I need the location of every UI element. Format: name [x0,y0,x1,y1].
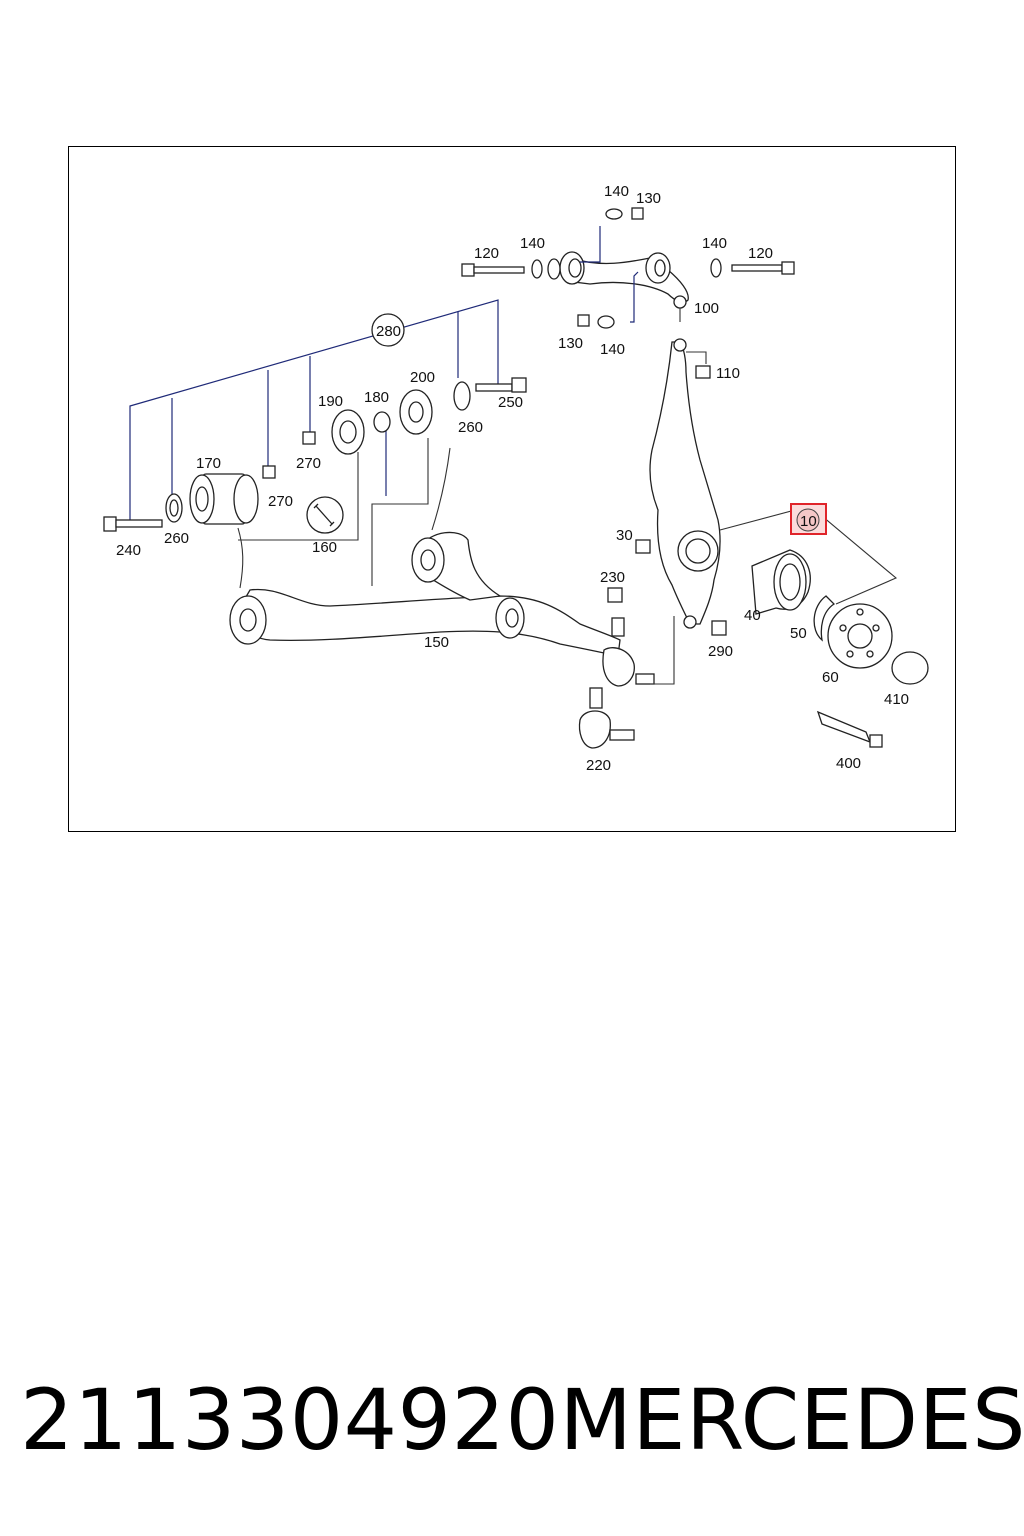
part-label-270-right: 270 [268,493,293,510]
part-label-110: 110 [716,365,740,382]
part-label-100: 100 [694,300,719,317]
part-label-30: 30 [616,527,633,544]
part-number: 2113304920 [20,1371,560,1469]
part-footer: 2113304920 MERCEDES [20,1370,1024,1470]
part-label-230: 230 [600,569,625,586]
upper-bolts-and-washers [461,207,795,329]
lower-control-arm [229,447,675,687]
part-label-140-bottom: 140 [600,341,625,358]
bushings-and-bolts [103,377,527,532]
part-label-410: 410 [884,691,909,708]
part-label-40: 40 [744,607,761,624]
highlighted-part-callout [790,503,827,535]
part-label-280: 280 [376,323,401,340]
part-label-170: 170 [196,455,221,472]
part-label-140-right: 140 [702,235,727,252]
kit-callout-circle [371,313,405,347]
part-label-290: 290 [708,643,733,660]
part-label-140-left: 140 [520,235,545,252]
part-label-270-left: 270 [296,455,321,472]
part-label-120-right: 120 [748,245,773,262]
part-label-260-left: 260 [164,530,189,547]
part-label-220: 220 [586,757,611,774]
part-label-130-bottom: 130 [558,335,583,352]
part-label-60: 60 [822,669,839,686]
part-label-160: 160 [312,539,337,556]
part-label-190: 190 [318,393,343,410]
part-label-250: 250 [498,394,523,411]
wrench-icon [306,496,344,534]
front-suspension-exploded-diagram: 10 30 40 50 60 100 110 120 120 130 130 1… [103,183,929,774]
part-label-10: 10 [800,513,817,530]
part-label-240: 240 [116,542,141,559]
part-label-150: 150 [424,634,449,651]
part-label-260-right: 260 [458,419,483,436]
part-label-120-left: 120 [474,245,499,262]
part-label-140-top: 140 [604,183,629,200]
part-label-130-top: 130 [636,190,661,207]
part-label-200: 200 [410,369,435,386]
ball-joint [578,687,635,749]
wheel-bearing-and-hub [607,505,929,748]
upper-control-arm [559,251,689,322]
part-label-400: 400 [836,755,861,772]
part-label-50: 50 [790,625,807,642]
part-label-180: 180 [364,389,389,406]
bushing-kit-leads [129,299,499,586]
steering-knuckle [649,338,721,629]
brand-name: MERCEDES [559,1371,1024,1469]
